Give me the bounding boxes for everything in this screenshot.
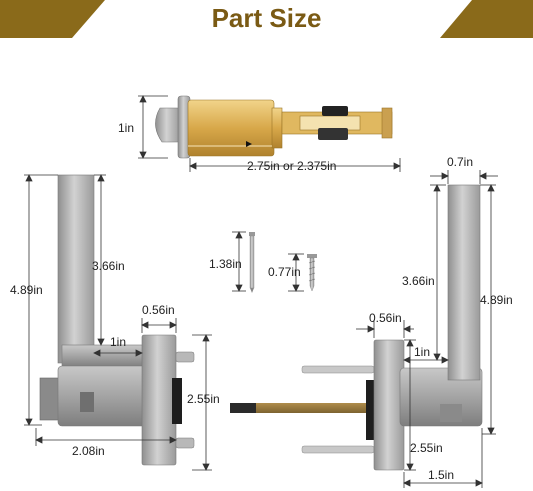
dimension-line-right-handle-height xyxy=(430,184,446,361)
deadlatch-illustration xyxy=(155,95,393,159)
screw-long-illustration xyxy=(249,232,255,293)
right-thickness-label: 0.56in xyxy=(369,311,402,325)
right-rose-height-label: 2.55in xyxy=(410,441,443,455)
right-width-label: 0.7in xyxy=(447,155,473,169)
right-handle-height-label: 3.66in xyxy=(402,274,435,288)
dimension-line-left-rose-height xyxy=(192,334,212,471)
screw-long-label: 1.38in xyxy=(209,257,242,271)
dimension-line-right-rose-height xyxy=(404,339,416,471)
dimension-line-deadlatch-height xyxy=(138,95,168,159)
dimension-line-left-handle-height xyxy=(94,174,106,346)
left-lever-illustration xyxy=(39,174,195,466)
right-lever-illustration xyxy=(230,184,483,471)
screw-short-illustration xyxy=(307,254,317,292)
left-rose-height-label: 2.55in xyxy=(187,392,220,406)
dimension-line-left-thickness xyxy=(141,318,177,333)
deadlatch-backset-label: 2.75in or 2.375in xyxy=(247,159,336,173)
dimension-line-left-projection xyxy=(35,428,177,446)
dimension-line-left-handle-width xyxy=(93,349,143,357)
screw-short-label: 0.77in xyxy=(268,265,301,279)
right-handle-width-label: 1in xyxy=(414,345,430,359)
dimension-line-right-total-height xyxy=(480,184,496,435)
left-projection-label: 2.08in xyxy=(72,444,105,458)
dimension-line-right-width xyxy=(430,170,498,184)
left-handle-width-label: 1in xyxy=(110,335,126,349)
deadlatch-height-label: 1in xyxy=(118,121,134,135)
header-banner xyxy=(0,0,533,38)
right-total-height-label: 4.89in xyxy=(480,293,513,307)
dimension-line-deadlatch-backset xyxy=(189,158,401,172)
left-total-height-label: 4.89in xyxy=(10,283,43,297)
left-thickness-label: 0.56in xyxy=(142,303,175,317)
dimension-line-left-total-height xyxy=(24,174,58,426)
dimension-line-right-thickness xyxy=(356,320,414,338)
left-handle-height-label: 3.66in xyxy=(92,259,125,273)
dimension-line-screw-long xyxy=(232,231,246,292)
dimension-line-right-projection xyxy=(403,428,483,488)
right-projection-label: 1.5in xyxy=(428,468,454,482)
page-title: Part Size xyxy=(211,3,322,33)
dimension-line-screw-short xyxy=(288,253,304,292)
